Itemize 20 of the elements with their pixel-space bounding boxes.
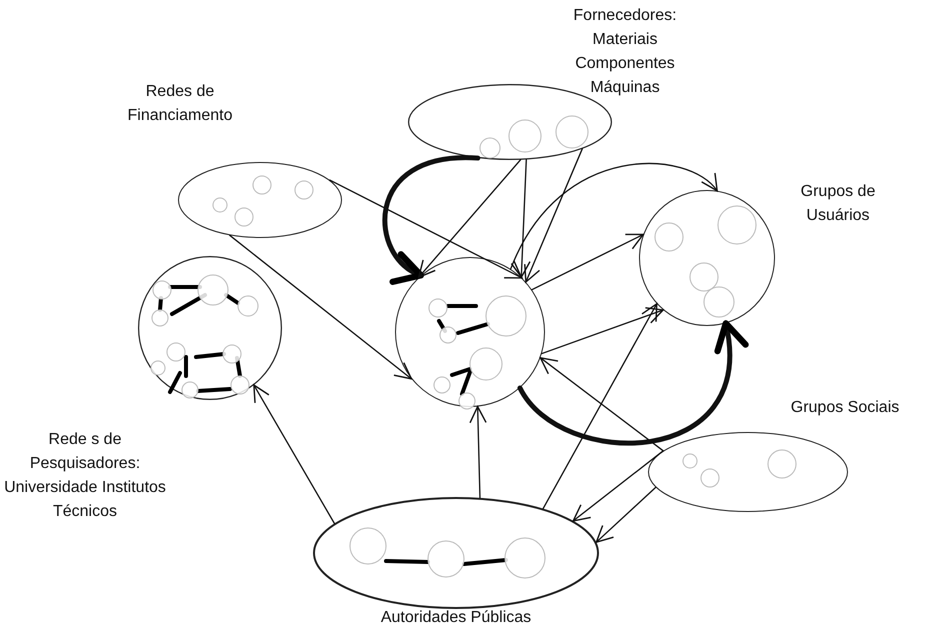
- arrow: [541, 307, 664, 354]
- arrow: [513, 158, 531, 278]
- arrow: [596, 486, 656, 543]
- arrow: [229, 234, 412, 380]
- arrow: [469, 406, 487, 498]
- group-label: Grupos de Usuários: [800, 182, 876, 226]
- group-label: Fornecedores: Materiais Componentes Máquinas: [572, 6, 678, 98]
- arrow: [542, 303, 658, 510]
- arrow: [510, 163, 718, 270]
- arrow: [531, 234, 644, 290]
- arrow: [524, 148, 583, 283]
- network-circle: [395, 257, 545, 407]
- group-label: Rede s de Pesquisadores: Universidade Institutos Técnicos: [3, 430, 167, 522]
- group-label: Grupos Sociais: [790, 398, 900, 418]
- arrow: [253, 384, 336, 524]
- group-label: Autoridades Públicas: [380, 608, 532, 628]
- thick-curved-arrow: [517, 320, 746, 446]
- group-label: Redes de Financiamento: [126, 82, 234, 126]
- arrow: [540, 357, 664, 452]
- arrow: [572, 450, 664, 522]
